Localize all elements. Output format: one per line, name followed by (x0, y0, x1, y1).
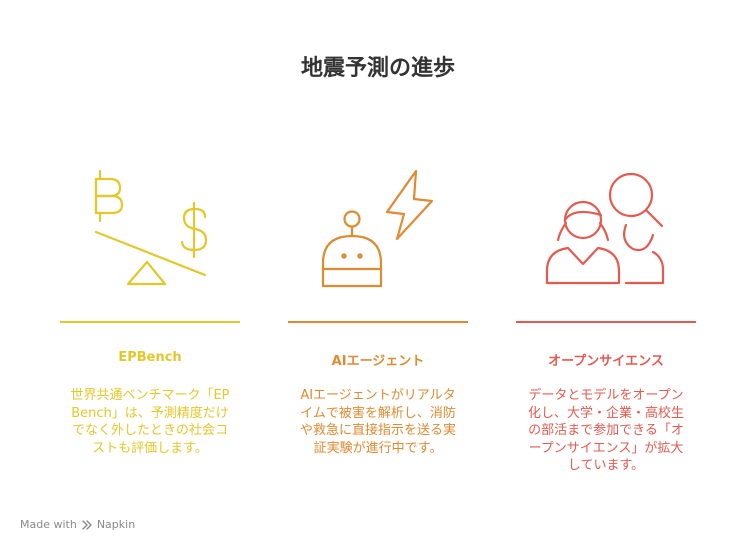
column-description: データとモデルをオープン化し、大学・企業・高校生の部活まで参加できる「オープンサ… (527, 388, 684, 473)
column-description: AIエージェントがリアルタイムで被害を解析し、消防や救急に直接指示を送る実証実験… (299, 388, 456, 456)
balance-scale-bitcoin-dollar-icon (94, 169, 208, 286)
people-magnifier-icon (545, 172, 665, 285)
column-description: 世界共通ベンチマーク「EPBench」は、予測精度だけでなく外したときの社会コス… (70, 388, 230, 456)
page-title: 地震予測の進歩 (300, 56, 455, 81)
column-heading: オープンサイエンス (548, 354, 664, 369)
napkin-logo-icon (82, 519, 92, 530)
robot-lightning-icon (321, 169, 434, 288)
column-heading: EPBench (118, 350, 182, 365)
napkin-brand-label: Napkin (96, 518, 136, 531)
divider-line (516, 321, 696, 323)
divider-line (288, 321, 468, 323)
column-heading: AIエージェント (331, 354, 425, 369)
made-with-napkin-footer: Made with Napkin (20, 518, 135, 531)
made-with-label: Made with (20, 518, 77, 531)
divider-line (60, 321, 240, 323)
